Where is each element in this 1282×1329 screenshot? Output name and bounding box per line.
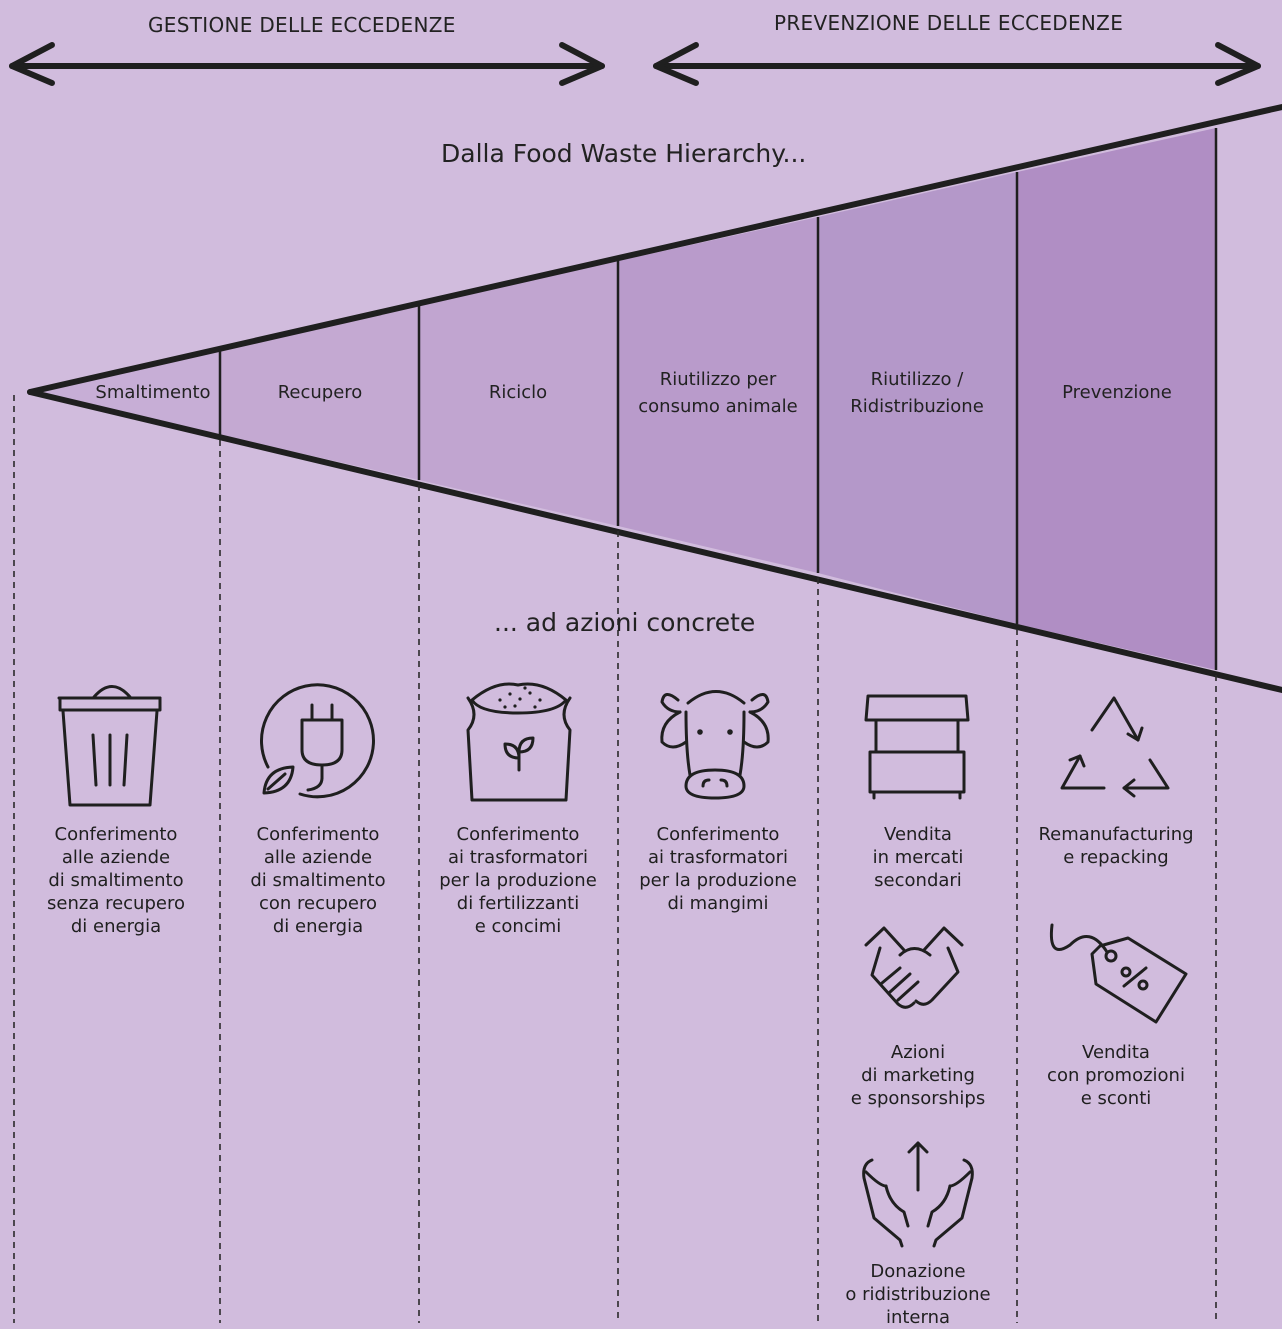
stage-label-riciclo: Riciclo: [488, 382, 548, 403]
action-line: e sconti: [1080, 1088, 1152, 1109]
trash-bin-icon: [57, 685, 162, 807]
action-line: Remanufacturing: [1038, 824, 1194, 845]
stage-label-line: Riutilizzo /: [870, 369, 964, 390]
header-arrow-left: [9, 42, 605, 86]
donation-hands-icon: [862, 1141, 974, 1248]
action-line: con recupero: [259, 893, 377, 914]
action-label-recupero: Conferimento alle aziende di smaltimento…: [222, 823, 414, 938]
plug-leaf-icon: [260, 683, 375, 799]
stage-label-prevenzione: Prevenzione: [1062, 382, 1172, 403]
action-line: per la produzione: [639, 870, 797, 891]
action-label-donazione: Donazione o ridistribuzione interna: [822, 1260, 1014, 1329]
action-line: Conferimento: [54, 824, 178, 845]
stage-label-line: Ridistribuzione: [850, 396, 984, 417]
action-line: di energia: [70, 916, 162, 937]
wedge-bottom-edge: [27, 389, 1282, 693]
stage-label-line: Riutilizzo per: [659, 369, 777, 390]
wedge-segment-recupero: [220, 305, 419, 480]
handshake-icon: [864, 926, 964, 1009]
action-label-riciclo: Conferimento ai trasformatori per la pro…: [422, 823, 614, 938]
action-line: ai trasformatori: [647, 847, 789, 868]
header-prevenzione: PREVENZIONE DELLE ECCEDENZE: [774, 11, 1124, 35]
wedge-dividers: [218, 128, 1218, 670]
action-line: e repacking: [1063, 847, 1169, 868]
action-line: di mangimi: [667, 893, 769, 914]
header-arrow-right: [653, 42, 1261, 86]
action-line: Donazione: [870, 1261, 966, 1282]
fertilizer-sack-icon: [466, 682, 572, 802]
action-line: in mercati: [872, 847, 964, 868]
fertilizer-granules: [498, 686, 542, 709]
cow-eyes: [697, 729, 733, 735]
action-line: alle aziende: [263, 847, 373, 868]
action-line: di smaltimento: [48, 870, 184, 891]
action-line: e concimi: [474, 916, 562, 937]
wedge-segment-prevenzione: [1017, 128, 1216, 670]
wedge-segment-riciclo: [419, 261, 618, 526]
stage-label-line: consumo animale: [638, 396, 798, 417]
action-label-smaltimento: Conferimento alle aziende di smaltimento…: [20, 823, 212, 938]
action-line: e sponsorships: [850, 1088, 986, 1109]
stage-label-recupero: Recupero: [277, 382, 363, 403]
action-line: Conferimento: [656, 824, 780, 845]
recycle-triangle-icon: [1060, 696, 1170, 798]
action-line: alle aziende: [61, 847, 171, 868]
market-stall-icon: [864, 694, 970, 800]
action-line: o ridistribuzione: [845, 1284, 991, 1305]
action-line: per la produzione: [439, 870, 597, 891]
wedge-top-edge: [27, 104, 1282, 395]
title-bottom: ... ad azioni concrete: [494, 608, 756, 637]
stage-label-ridistribuzione: Riutilizzo / Ridistribuzione: [822, 366, 1012, 420]
title-top: Dalla Food Waste Hierarchy...: [441, 139, 807, 168]
action-label-animale: Conferimento ai trasformatori per la pro…: [622, 823, 814, 915]
action-label-mercati-secondari: Vendita in mercati secondari: [822, 823, 1014, 892]
action-line: con promozioni: [1047, 1065, 1185, 1086]
action-line: Vendita: [1082, 1042, 1150, 1063]
action-line: Vendita: [884, 824, 952, 845]
action-label-promozioni: Vendita con promozioni e sconti: [1020, 1041, 1212, 1110]
action-line: di energia: [272, 916, 364, 937]
action-line: secondari: [874, 870, 962, 891]
action-line: di marketing: [861, 1065, 975, 1086]
action-line: di fertilizzanti: [456, 893, 580, 914]
action-line: ai trasformatori: [447, 847, 589, 868]
action-line: senza recupero: [47, 893, 185, 914]
cow-icon: [660, 690, 770, 800]
column-dashed-dividers: [13, 395, 1217, 1323]
price-tag-icon: [1049, 923, 1188, 1024]
wedge-segment-ridistribuzione: [818, 172, 1017, 624]
action-label-marketing: Azioni di marketing e sponsorships: [822, 1041, 1014, 1110]
action-line: Conferimento: [456, 824, 580, 845]
action-label-remanufacturing: Remanufacturing e repacking: [1020, 823, 1212, 869]
wedge-segment-riutilizzo-animale: [618, 217, 818, 573]
stage-label-riutilizzo-animale: Riutilizzo per consumo animale: [622, 366, 814, 420]
action-line: interna: [885, 1307, 951, 1328]
action-line: di smaltimento: [250, 870, 386, 891]
action-line: Azioni: [890, 1042, 946, 1063]
stage-label-smaltimento: Smaltimento: [95, 382, 211, 403]
wedge-segment-smaltimento: [30, 349, 220, 435]
header-gestione: GESTIONE DELLE ECCEDENZE: [148, 13, 456, 37]
action-line: Conferimento: [256, 824, 380, 845]
